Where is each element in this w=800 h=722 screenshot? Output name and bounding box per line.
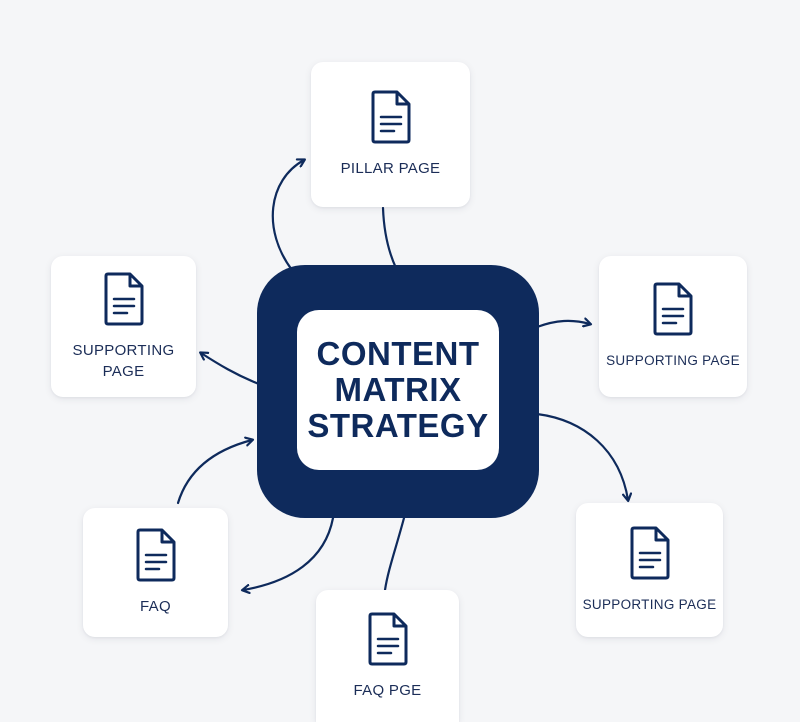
connector-to-faq	[243, 516, 335, 590]
document-icon	[104, 272, 143, 325]
supporting-page-left-card[interactable]: SUPPORTING PAGE	[51, 256, 196, 397]
connector-to-faq-page	[383, 516, 406, 592]
connector-to-supporting-page-bottom-right	[535, 412, 628, 500]
supporting-page-right-label: SUPPORTING PAGE	[606, 353, 740, 368]
connector-from-pillar-page	[381, 206, 398, 270]
connector-to-supporting-page-left	[201, 353, 261, 386]
supporting-page-bottom-right-label: SUPPORTING PAGE	[582, 596, 717, 612]
supporting-page-bottom-right-card[interactable]: SUPPORTING PAGE	[576, 503, 723, 637]
faq-page-label: FAQ PGE	[353, 681, 422, 699]
faq-card[interactable]: FAQ	[83, 508, 228, 637]
connector-to-pillar-page	[271, 160, 304, 272]
connector-from-faq	[176, 440, 252, 505]
pillar-page-card[interactable]: PILLAR PAGE	[311, 62, 470, 207]
document-icon	[371, 90, 410, 144]
document-icon	[653, 282, 693, 336]
supporting-page-right-card[interactable]: SUPPORTING PAGE	[599, 256, 747, 397]
hub-inner-panel: CONTENT MATRIX STRATEGY	[297, 310, 499, 470]
hub-title: CONTENT MATRIX STRATEGY	[307, 335, 489, 444]
content-matrix-strategy-hub[interactable]: CONTENT MATRIX STRATEGY	[257, 265, 539, 518]
faq-label: FAQ	[140, 598, 171, 615]
supporting-page-left-label: SUPPORTING PAGE	[72, 341, 175, 380]
faq-page-card[interactable]: FAQ PGE	[316, 590, 459, 722]
document-icon	[630, 526, 669, 579]
document-icon	[368, 612, 407, 665]
connector-to-supporting-page-right	[535, 321, 590, 329]
document-icon	[136, 528, 175, 582]
pillar-page-label: PILLAR PAGE	[340, 160, 441, 177]
